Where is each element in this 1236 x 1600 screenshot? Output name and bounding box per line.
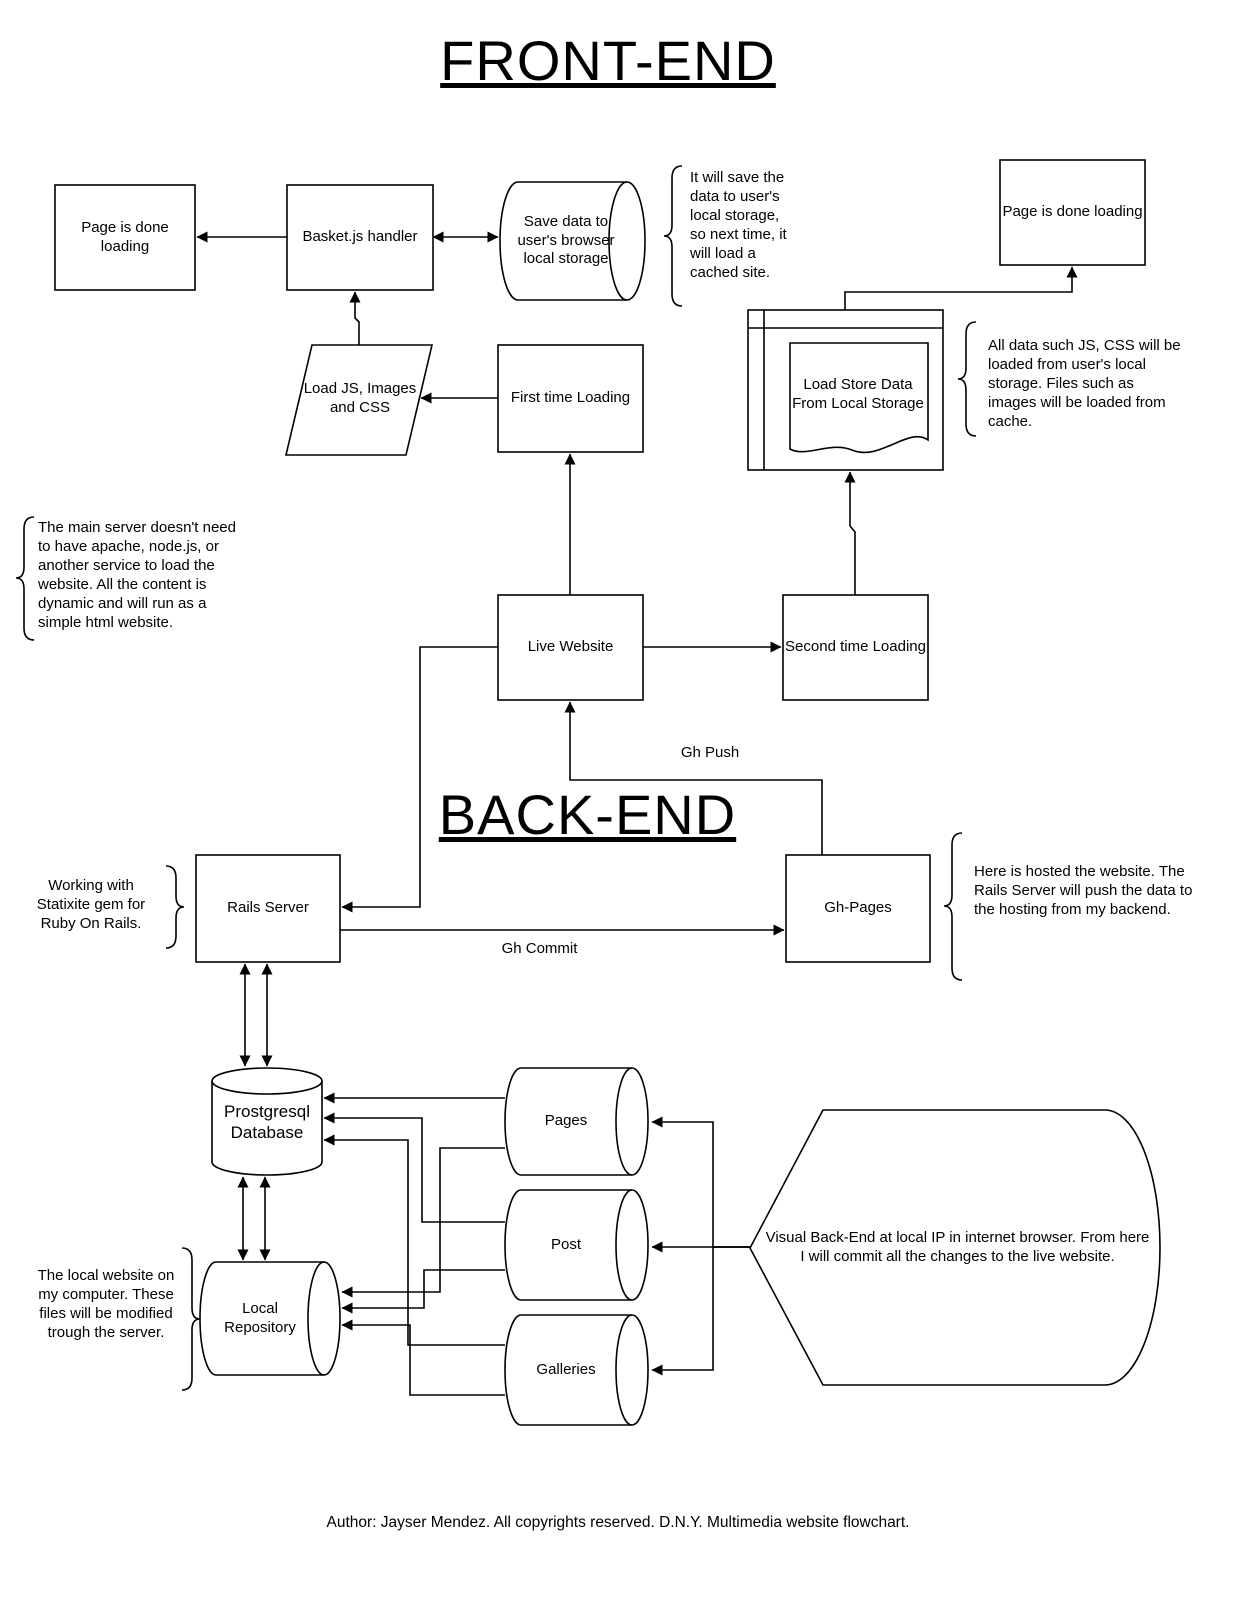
bracket-cache-note: [957, 321, 977, 437]
footer-credit: Author: Jayser Mendez. All copyrights re…: [326, 1514, 910, 1531]
connector-secondtime-to-loadstore: [844, 471, 856, 595]
node-database-label: Prostgresql Database: [224, 1101, 310, 1142]
connector-post-to-repo: [341, 1269, 505, 1314]
connector-pages-to-repo: [341, 1147, 505, 1298]
node-rails-server-label: Rails Server: [227, 899, 309, 917]
front-end-title: FRONT-END: [440, 29, 776, 92]
node-page-done-right-label: Page is done loading: [1002, 203, 1143, 221]
node-visual-backend-label: Visual Back-End at local IP in internet …: [765, 1229, 1150, 1265]
connector-backend-to-galleries: [651, 1246, 750, 1376]
note-cache: All data such JS, CSS will be loaded fro…: [988, 337, 1181, 431]
node-galleries-label: Galleries: [536, 1360, 596, 1378]
cylinder-database: [211, 1067, 323, 1176]
note-save-data: It will save the data to user's local st…: [690, 169, 787, 282]
node-gh-pages-label: Gh-Pages: [824, 899, 892, 917]
box-gh-pages: [785, 854, 931, 963]
edge-label-gh-push: Gh Push: [680, 744, 740, 761]
edge-label-gh-commit: Gh Commit: [501, 940, 578, 957]
storage-pages-face: [615, 1067, 633, 1176]
bracket-local-note: [181, 1247, 201, 1391]
nodes: [54, 159, 1161, 1426]
storage-post-face: [615, 1189, 633, 1301]
box-page-done-left: [54, 184, 196, 291]
connector-galleries-to-db: [323, 1134, 505, 1346]
storage-local-repo-face: [307, 1261, 325, 1376]
node-live-website-label: Live Website: [527, 638, 614, 656]
node-second-time-label: Second time Loading: [785, 638, 926, 656]
node-save-data-label: Save data to user's browser local storag…: [517, 212, 615, 268]
back-end-title: BACK-END: [438, 783, 737, 846]
display-visual-backend: [749, 1109, 1161, 1386]
storage-save-data-face: [608, 181, 628, 301]
connector-post-to-db: [323, 1112, 505, 1223]
cylinder-database-lid: [211, 1080, 323, 1095]
note-local-website: The local website on my computer. These …: [37, 1267, 175, 1342]
box-live-website: [497, 594, 644, 701]
note-statixite: Working with Statixite gem for Ruby On R…: [36, 877, 146, 933]
node-first-time-label: First time Loading: [510, 389, 631, 407]
connectors: [196, 231, 1078, 1396]
document-load-store: [789, 342, 929, 454]
node-post-label: Post: [550, 1235, 581, 1253]
box-rails-server: [195, 854, 341, 963]
node-load-store-label: Load Store Data From Local Storage: [792, 376, 924, 412]
node-load-js-label: Load JS, Images and CSS: [303, 380, 417, 416]
connector-ghpush: [564, 701, 823, 855]
storage-galleries-face: [615, 1314, 633, 1426]
bracket-statixite-note: [165, 865, 185, 949]
bracket-save-note: [663, 165, 683, 307]
box-second-time-loading: [782, 594, 929, 701]
node-pages-label: Pages: [544, 1112, 588, 1130]
bracket-ghpages-note: [943, 832, 963, 981]
box-page-done-right: [999, 159, 1146, 266]
note-brackets: [15, 165, 977, 1391]
box-basket-handler: [286, 184, 434, 291]
connector-galleries-to-repo: [341, 1319, 505, 1396]
node-local-repo-label: Local Repository: [224, 1299, 296, 1336]
parallelogram-load-js: [284, 344, 434, 456]
box-first-time-loading: [497, 344, 644, 453]
note-server: The main server doesn't need to have apa…: [38, 519, 236, 632]
connector-backend-to-pages: [651, 1116, 750, 1248]
node-basket-handler-label: Basket.js handler: [302, 228, 418, 246]
note-gh-pages: Here is hosted the website. The Rails Se…: [974, 863, 1193, 919]
node-page-done-left-label: Page is done loading: [81, 218, 169, 255]
connector-loadstore-to-pagedone-right: [844, 266, 1078, 310]
connector-livewebsite-to-rails: [341, 646, 498, 913]
connector-loadjs-to-basket: [349, 291, 361, 345]
bracket-server-note: [15, 516, 35, 641]
